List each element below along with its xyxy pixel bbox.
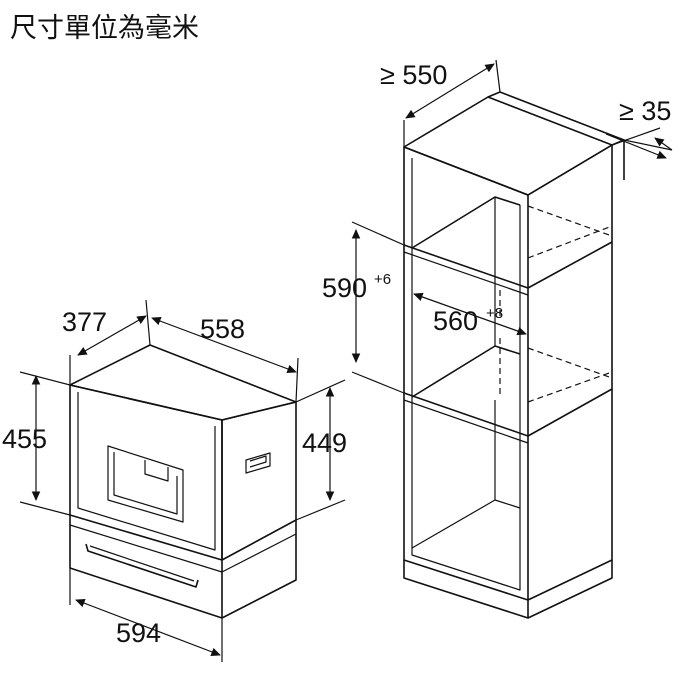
cabinet-plinth: [403, 560, 529, 619]
min-depth-label: ≥ 550: [380, 60, 447, 90]
drawer-handle: [85, 543, 199, 588]
shelf-top: [403, 241, 613, 289]
cabinet-top: [403, 96, 613, 196]
min-gap-dimension-line: [605, 133, 667, 159]
side-handle: [245, 452, 271, 474]
depth-dimension-line: [77, 315, 147, 356]
shelf-bottom: [403, 388, 613, 437]
min-gap-label: ≥ 35: [619, 96, 671, 126]
width-dimension-line: [151, 316, 297, 374]
cabinet-side: [527, 144, 613, 601]
front-width-dimension-line: [75, 599, 221, 656]
appliance-side: [221, 401, 297, 561]
appliance-drawing: [19, 299, 346, 662]
min-depth-dimension-line: [405, 63, 495, 119]
appliance-drawer: [69, 515, 223, 619]
depth-label: 377: [62, 307, 107, 337]
niche-width-label: 560: [433, 306, 478, 336]
cabinet-drawing: [351, 59, 673, 619]
appliance-front: [69, 384, 223, 561]
body-height-label: 449: [302, 428, 347, 458]
dispenser-spout: [144, 460, 169, 482]
niche-height-label: 590: [322, 273, 367, 303]
height-label: 455: [2, 424, 47, 454]
width-label: 558: [200, 314, 245, 344]
front-width-label: 594: [116, 618, 161, 648]
niche-width-dimension-line: [413, 292, 527, 336]
appliance-top: [69, 344, 297, 421]
niche-width-tolerance: +8: [486, 305, 503, 322]
dispenser-opening: [107, 445, 184, 523]
niche-height-tolerance: +6: [374, 271, 391, 288]
page-title: 尺寸單位為毫米: [10, 13, 199, 44]
